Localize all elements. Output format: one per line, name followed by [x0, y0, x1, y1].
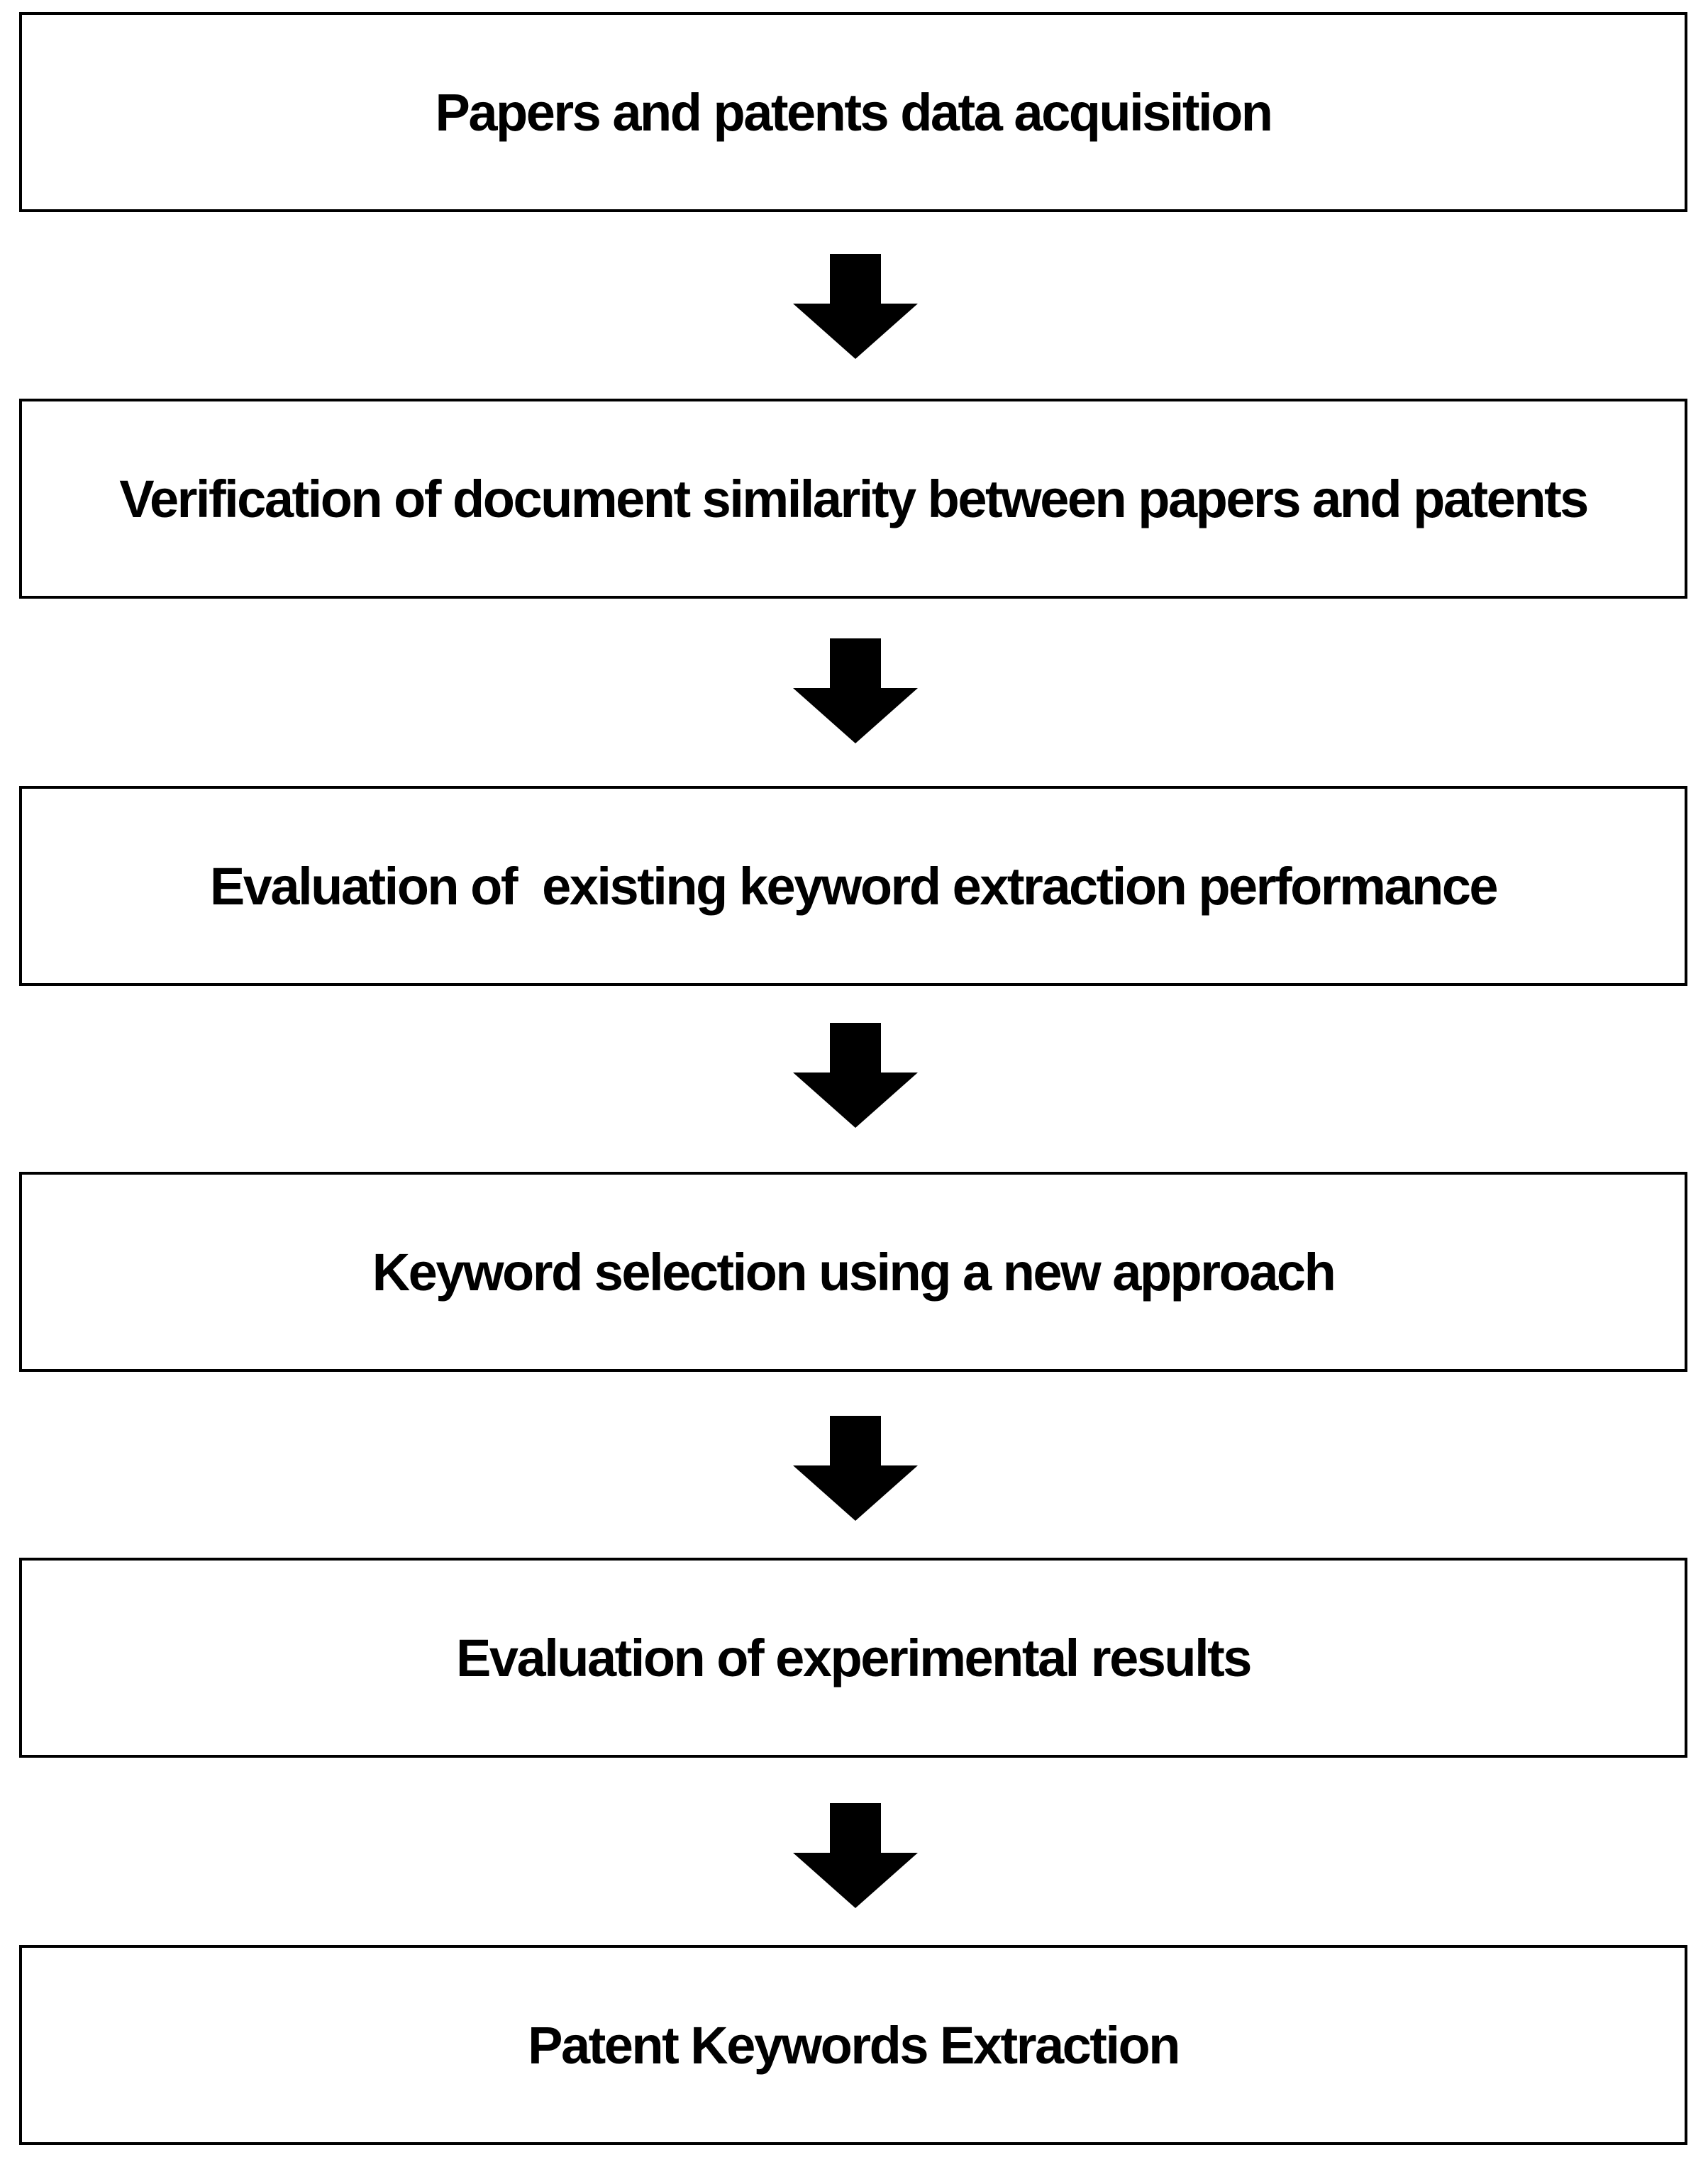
step-label: Evaluation of experimental results [456, 1628, 1252, 1687]
step-box-similarity-verification: Verification of document similarity betw… [19, 399, 1687, 599]
down-arrow-icon [793, 1416, 918, 1521]
step-label: Evaluation of existing keyword extractio… [209, 856, 1499, 916]
step-box-data-acquisition: Papers and patents data acquisition [19, 12, 1687, 212]
down-arrow-icon [793, 254, 918, 359]
step-label: Verification of document similarity betw… [119, 469, 1589, 528]
step-box-patent-keywords-extraction: Patent Keywords Extraction [19, 1945, 1687, 2145]
step-label: Papers and patents data acquisition [435, 82, 1273, 142]
step-box-keyword-selection: Keyword selection using a new approach [19, 1172, 1687, 1372]
step-label: Keyword selection using a new approach [372, 1242, 1336, 1302]
step-box-extraction-evaluation: Evaluation of existing keyword extractio… [19, 786, 1687, 986]
down-arrow-icon [793, 1803, 918, 1908]
down-arrow-icon [793, 1023, 918, 1128]
step-label: Patent Keywords Extraction [528, 2015, 1180, 2075]
step-box-results-evaluation: Evaluation of experimental results [19, 1558, 1687, 1758]
down-arrow-icon [793, 638, 918, 743]
